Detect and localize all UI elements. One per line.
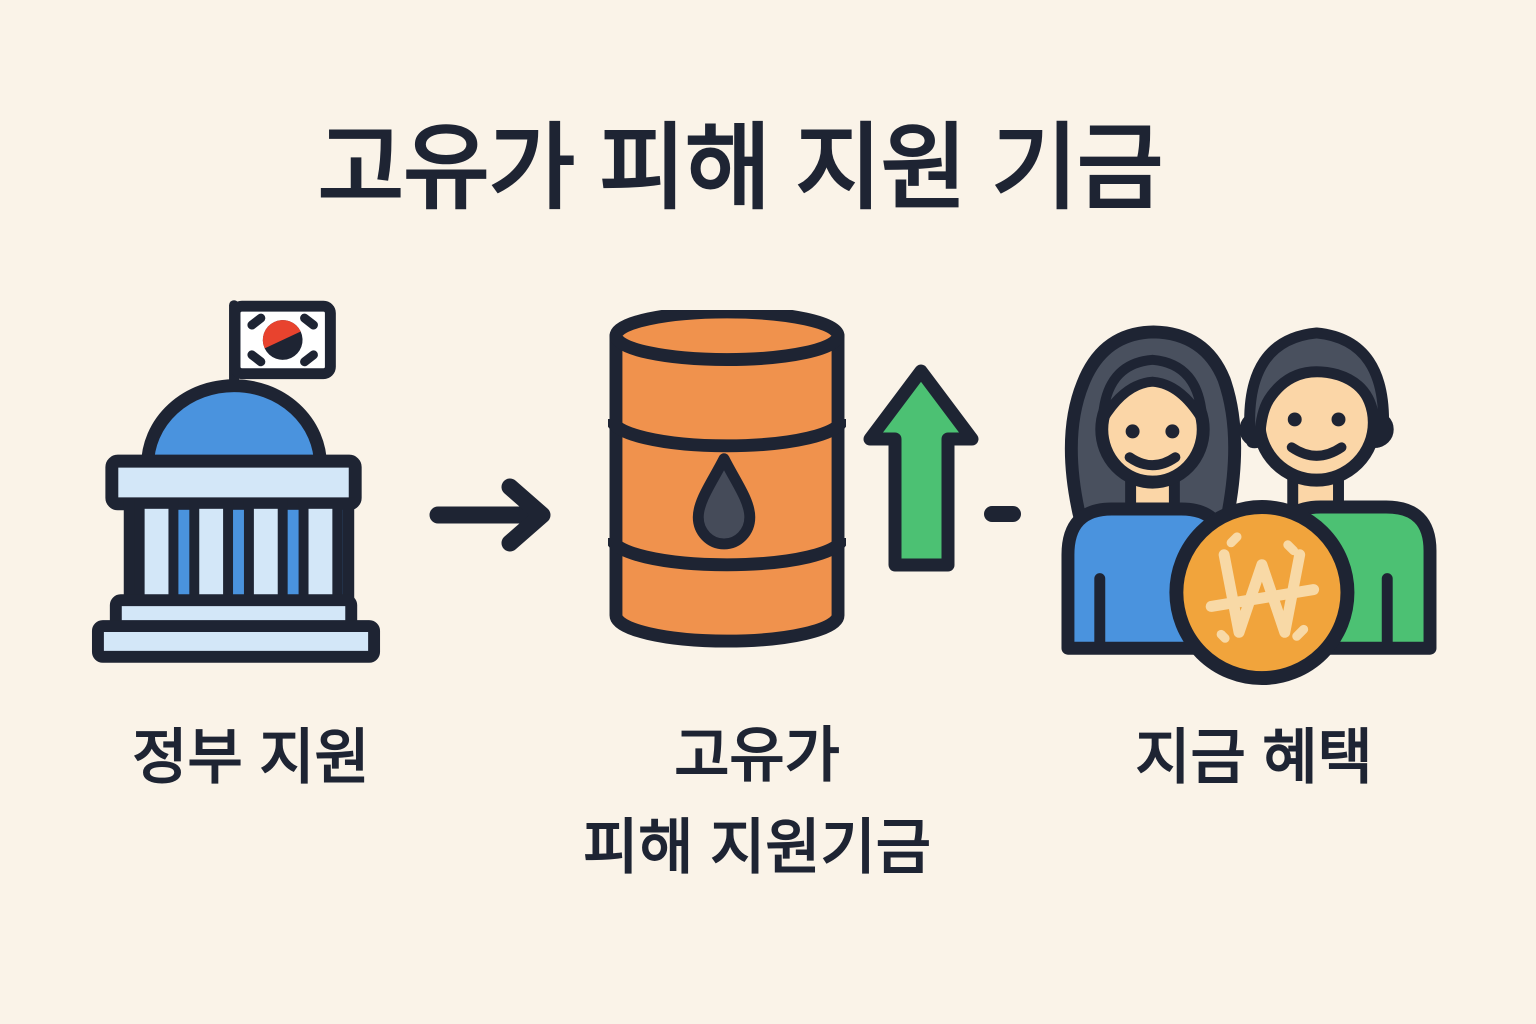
korean-flag-icon — [229, 300, 336, 380]
label-oil-price-fund-line2: 피해 지원기금 — [583, 814, 931, 881]
arrow-right-icon — [429, 478, 551, 552]
government-building-icon — [91, 300, 381, 663]
oil-barrel-icon — [608, 310, 846, 648]
barrel-ribs — [608, 418, 846, 572]
label-oil-price-fund: 고유가 피해 지원기금 — [532, 710, 982, 894]
building-dome — [141, 379, 327, 472]
building-steps — [91, 594, 381, 663]
label-government-support: 정부 지원 — [132, 724, 370, 791]
building-entablature — [105, 454, 362, 511]
label-payment-benefit: 지금 혜택 — [1135, 724, 1373, 791]
citizens-coin-icon — [1061, 325, 1437, 686]
page-title: 고유가 피해 지원 기금 — [317, 115, 1164, 220]
won-coin-icon — [1169, 500, 1355, 686]
woman-bangs — [1097, 354, 1208, 425]
oil-droplet-icon — [692, 453, 756, 550]
barrel-top — [609, 310, 845, 367]
building-columns — [123, 497, 355, 609]
label-oil-price-fund-line1: 고유가 — [674, 722, 840, 789]
dash-connector — [984, 506, 1021, 522]
price-up-arrow-icon — [863, 364, 979, 572]
man-hair — [1244, 327, 1390, 449]
